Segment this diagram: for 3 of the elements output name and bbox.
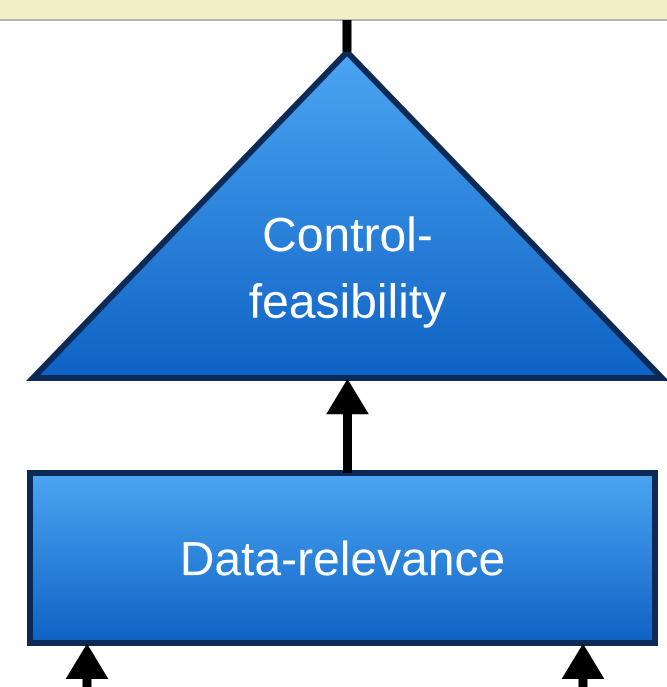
band-box [0, 0, 667, 21]
process-box: Data-relevance [27, 470, 658, 646]
connector-line [342, 20, 352, 52]
